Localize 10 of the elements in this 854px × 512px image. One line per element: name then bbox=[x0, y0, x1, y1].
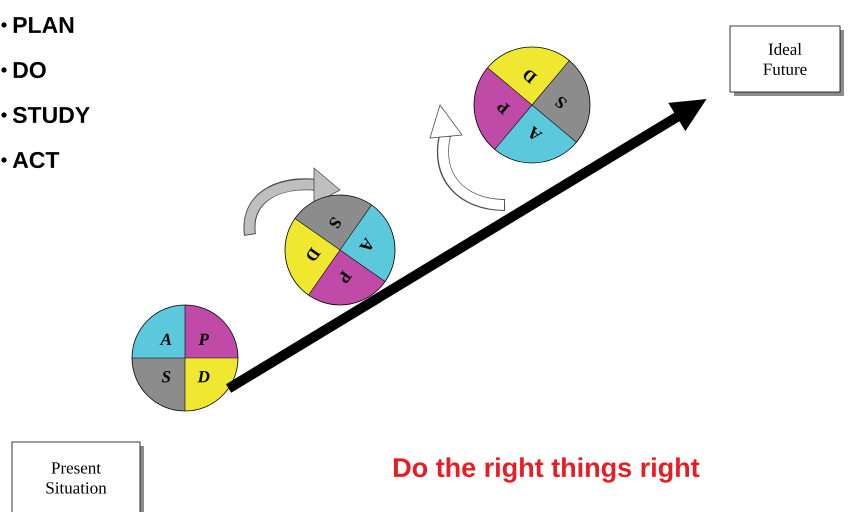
text-box: Ideal Future bbox=[730, 26, 844, 96]
pdsa-wheel: S A P D bbox=[284, 194, 396, 306]
text-box: Present Situation bbox=[12, 442, 144, 512]
bullet-item: ACT bbox=[1, 152, 60, 168]
pdsa-wheel: A P S D bbox=[132, 304, 238, 412]
bullet-item: STUDY bbox=[1, 106, 90, 124]
slogan: Do the right things right bbox=[394, 457, 700, 483]
bullet-item: DO bbox=[1, 62, 46, 78]
bullet-item: PLAN bbox=[1, 17, 74, 33]
pdsa-wheel: D S A P bbox=[474, 46, 590, 164]
